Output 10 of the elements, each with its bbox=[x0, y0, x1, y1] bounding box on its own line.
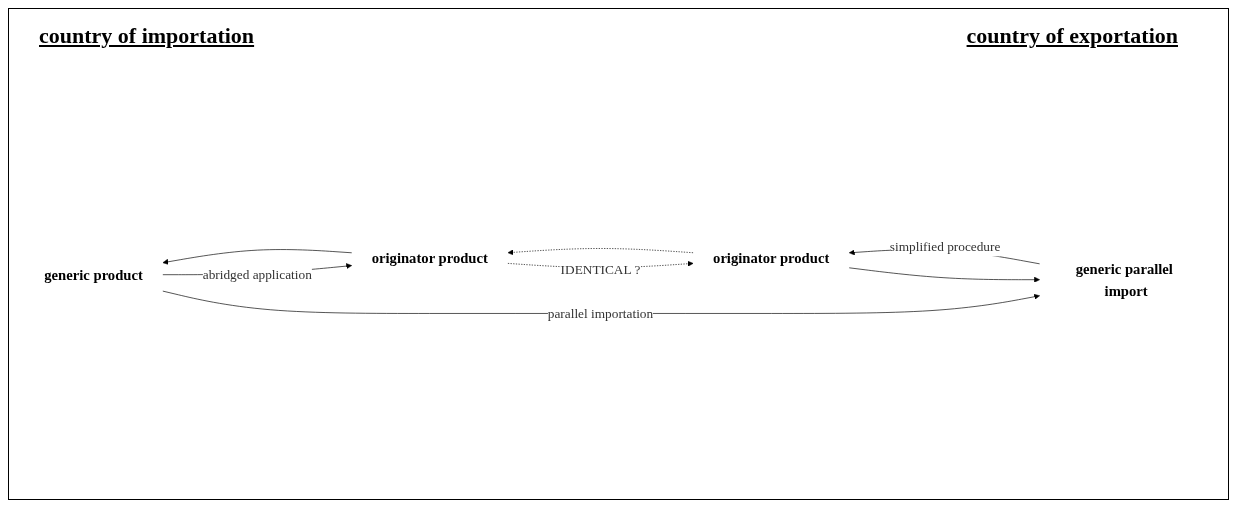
edge-label: abridged application bbox=[202, 267, 312, 283]
node-text: generic parallel import bbox=[1075, 260, 1173, 299]
column-heading: country of importation bbox=[39, 23, 255, 49]
edge-label: IDENTICAL ? bbox=[560, 262, 641, 278]
node-text: originator product bbox=[371, 249, 488, 267]
edge-label: parallel importation bbox=[547, 306, 654, 321]
node-text: generic product bbox=[44, 266, 143, 284]
node-text: originator product bbox=[713, 249, 830, 267]
column-heading: country of exportation bbox=[966, 23, 1178, 49]
edge-label: simplified procedure bbox=[889, 239, 1001, 254]
